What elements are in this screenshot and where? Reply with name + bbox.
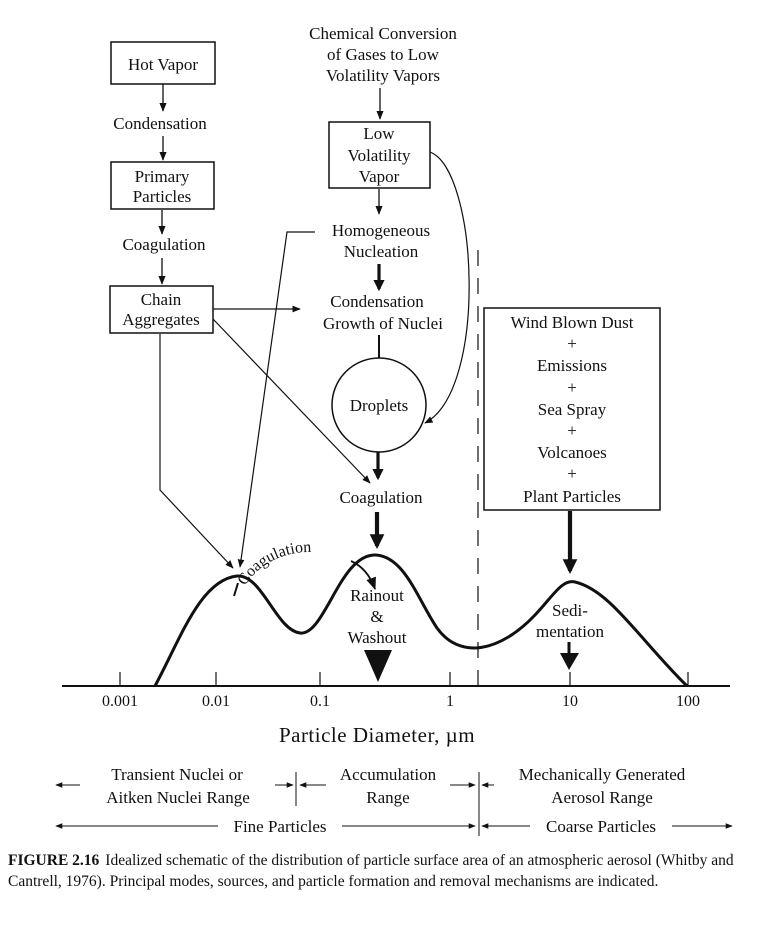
coagulation-label-left: Coagulation — [122, 235, 206, 254]
fine-particles-label: Fine Particles — [233, 817, 326, 836]
arrow-chain-to-coagulation — [212, 318, 371, 484]
coarse-particles-label: Coarse Particles — [546, 817, 656, 836]
tick-label-001: 0.01 — [202, 693, 230, 710]
chemical-conversion-label-1: Chemical Conversion — [309, 24, 457, 43]
coagulation-curve-label: Coagulation — [234, 539, 311, 589]
lvv-label-3: Vapor — [359, 167, 400, 186]
distribution-curve — [153, 553, 689, 688]
coarse-source-plus-1: + — [567, 334, 577, 353]
chemical-conversion-label-3: Volatility Vapors — [326, 66, 440, 85]
accumulation-range-label-2: Range — [366, 788, 409, 807]
sedimentation-label-2: mentation — [536, 622, 604, 641]
arrow-chain-to-nuclei-peak — [159, 334, 234, 569]
coarse-sources-box — [483, 307, 661, 511]
primary-particles-label-1: Primary — [135, 167, 190, 186]
tick-label-100: 100 — [676, 693, 700, 710]
coarse-source-4: Volcanoes — [537, 443, 607, 462]
tick-label-0001: 0.001 — [102, 693, 138, 710]
rainout-label-2: & — [370, 607, 383, 626]
accumulation-range-label-1: Accumulation — [340, 765, 437, 784]
chain-aggregates-label-2: Aggregates — [122, 310, 199, 329]
coagulation-label-middle: Coagulation — [339, 488, 423, 507]
caption-text: Idealized schematic of the distribution … — [8, 852, 734, 890]
homogeneous-nucleation-label-2: Nucleation — [344, 242, 419, 261]
rainout-label-1: Rainout — [350, 586, 404, 605]
rainout-label-3: Washout — [347, 628, 406, 647]
axis-title: Particle Diameter, µm — [279, 723, 475, 747]
coarse-source-plus-3: + — [567, 421, 577, 440]
homogeneous-nucleation-label-1: Homogeneous — [332, 221, 430, 240]
coarse-source-plus-2: + — [567, 378, 577, 397]
coarse-source-1: Wind Blown Dust — [510, 313, 633, 332]
coarse-source-plus-4: + — [567, 464, 577, 483]
condensation-growth-label-1: Condensation — [330, 292, 424, 311]
primary-particles-box — [110, 161, 215, 210]
coarse-source-5: Plant Particles — [523, 487, 621, 506]
coagulation-tick — [233, 582, 239, 597]
condensation-growth-label-2: Growth of Nuclei — [323, 314, 443, 333]
droplets-label: Droplets — [350, 396, 409, 415]
arrow-lvv-to-droplets — [424, 151, 470, 424]
chain-aggregates-label-1: Chain — [141, 290, 182, 309]
lvv-label-2: Volatility — [348, 146, 411, 165]
condensation-label: Condensation — [113, 114, 207, 133]
arrow-coagulation-nuclei-to-accumulation — [350, 560, 376, 591]
arrow-nucleation-to-nuclei-peak — [237, 231, 315, 568]
sedimentation-arrow — [560, 653, 579, 670]
tick-label-10: 10 — [562, 693, 578, 710]
low-volatility-vapor-box — [328, 121, 431, 189]
sedimentation-label-1: Sedi- — [552, 601, 588, 620]
rainout-arrow — [364, 650, 392, 682]
transient-range-label-2: Aitken Nuclei Range — [106, 788, 250, 807]
mechanical-range-label-1: Mechanically Generated — [519, 765, 686, 784]
figure-number: FIGURE 2.16 — [8, 852, 100, 869]
coarse-source-3: Sea Spray — [538, 400, 607, 419]
tick-label-1: 1 — [446, 693, 454, 710]
hot-vapor-label: Hot Vapor — [128, 55, 198, 74]
primary-particles-label-2: Particles — [133, 187, 192, 206]
chemical-conversion-label-2: of Gases to Low — [327, 45, 440, 64]
lvv-label-1: Low — [363, 124, 395, 143]
coarse-source-2: Emissions — [537, 356, 607, 375]
tick-label-01: 0.1 — [310, 693, 330, 710]
transient-range-label-1: Transient Nuclei or — [111, 765, 243, 784]
mechanical-range-label-2: Aerosol Range — [551, 788, 653, 807]
